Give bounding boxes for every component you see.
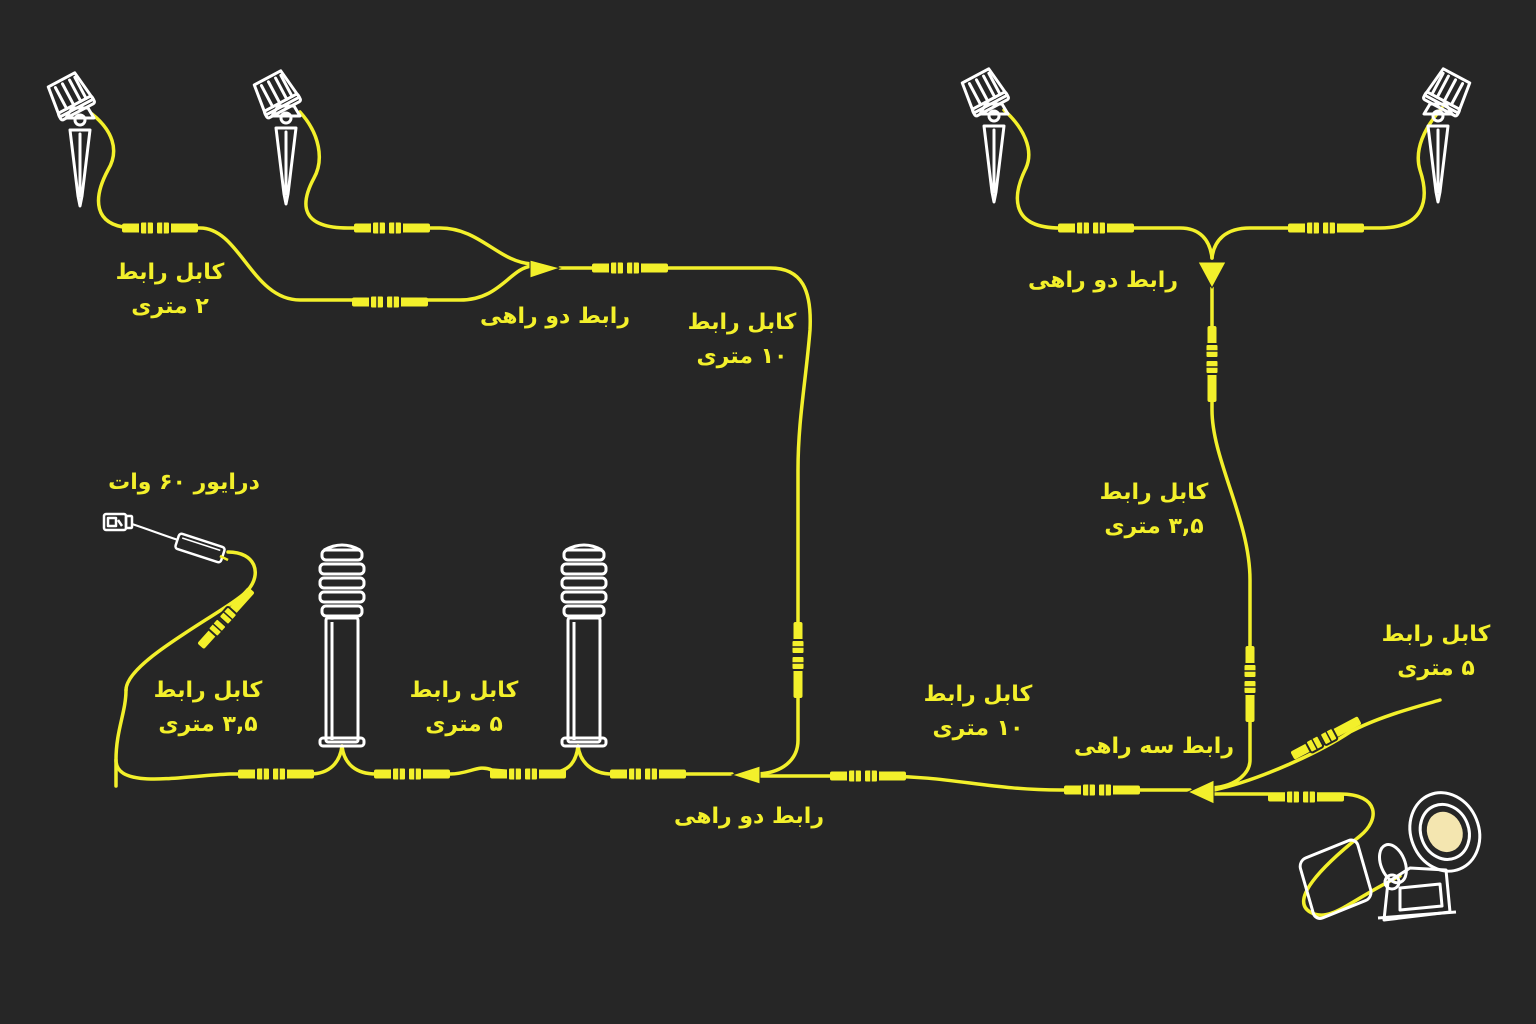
spike-spotlight-2 <box>249 67 303 206</box>
label-cable-10m-horizontal-line1: کابل رابط <box>923 682 1033 707</box>
label-cable-3-5m-right: کابل رابط ۳,۵ متری <box>1084 476 1224 544</box>
label-cable-2m-line1: کابل رابط <box>115 260 225 285</box>
connector-6 <box>1057 220 1135 236</box>
connector-10 <box>194 584 258 652</box>
label-cable-10m-vertical: کابل رابط ۱۰ متری <box>672 306 812 374</box>
splitter-two-way-bottom <box>730 765 761 785</box>
label-cable-3-5m-right-line2: ۳,۵ متری <box>1104 514 1204 539</box>
power-driver <box>102 512 229 564</box>
label-cable-5m-middle-line1: کابل رابط <box>409 678 519 703</box>
label-splitter-right-top-text: رابط دو راهی <box>1027 268 1179 293</box>
connector-5 <box>790 621 806 699</box>
spike-spotlight-4 <box>1421 65 1475 204</box>
cables <box>90 106 1444 917</box>
spike-spotlight-3 <box>957 65 1011 204</box>
connector-11 <box>237 766 315 782</box>
label-cable-5m-right-line1: کابل رابط <box>1381 622 1491 647</box>
connector-14 <box>609 766 687 782</box>
label-cable-10m-vertical-line1: کابل رابط <box>687 310 797 335</box>
label-cable-3-5m-left-line1: کابل رابط <box>153 678 263 703</box>
connector-8 <box>1204 325 1220 403</box>
label-driver: درایور ۶۰ وات <box>94 466 274 500</box>
splitter-two-way-top-left <box>529 259 562 279</box>
bollard-light-2 <box>560 543 608 748</box>
label-cable-5m-right-line2: ۵ متری <box>1397 656 1475 681</box>
label-cable-10m-vertical-line2: ۱۰ متری <box>696 344 788 369</box>
label-splitter-three-way: رابط سه راهی <box>1066 730 1242 764</box>
connector-3 <box>351 294 429 310</box>
label-cable-5m-right: کابل رابط ۵ متری <box>1366 618 1506 686</box>
label-cable-3-5m-right-line1: کابل رابط <box>1099 480 1209 505</box>
connector-17 <box>1288 713 1364 763</box>
label-splitter-bottom-text: رابط دو راهی <box>673 804 825 829</box>
bollard-light-1 <box>318 543 366 748</box>
connector-12 <box>373 766 451 782</box>
splitter-three-way <box>1186 779 1215 805</box>
label-splitter-bottom: رابط دو راهی <box>664 800 834 834</box>
floodlight <box>1298 791 1482 922</box>
label-splitter-right-top: رابط دو راهی <box>1018 264 1188 298</box>
connector-4 <box>591 260 669 276</box>
label-cable-5m-middle-line2: ۵ متری <box>425 712 503 737</box>
connector-15 <box>829 768 907 784</box>
splitters <box>529 259 1227 805</box>
splitter-two-way-top-right <box>1197 261 1227 290</box>
spike-spotlight-1 <box>43 69 97 208</box>
label-cable-10m-horizontal: کابل رابط ۱۰ متری <box>908 678 1048 746</box>
connector-2 <box>353 220 431 236</box>
label-cable-10m-horizontal-line2: ۱۰ متری <box>932 716 1024 741</box>
label-splitter-three-way-text: رابط سه راهی <box>1073 734 1235 759</box>
label-splitter-left-top-text: رابط دو راهی <box>479 304 631 329</box>
label-cable-2m-line2: ۲ متری <box>131 294 209 319</box>
label-cable-3-5m-left: کابل رابط ۳,۵ متری <box>138 674 278 742</box>
label-driver-text: درایور ۶۰ وات <box>108 470 260 495</box>
connector-16 <box>1063 782 1141 798</box>
label-splitter-left-top: رابط دو راهی <box>470 300 640 334</box>
connector-7 <box>1287 220 1365 236</box>
connector-9 <box>1242 645 1258 723</box>
label-cable-5m-middle: کابل رابط ۵ متری <box>394 674 534 742</box>
connector-1 <box>121 220 199 236</box>
label-cable-2m: کابل رابط ۲ متری <box>100 256 240 324</box>
label-cable-3-5m-left-line2: ۳,۵ متری <box>158 712 258 737</box>
